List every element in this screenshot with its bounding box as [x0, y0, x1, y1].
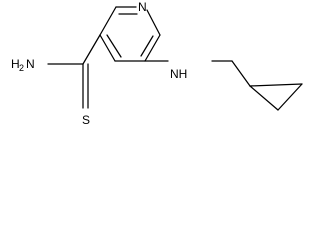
bond-c4-thioamide-carbon: [82, 34, 101, 65]
bond-ring-c5-c6: [99, 6, 117, 36]
amide-nitrogen-label-subscript: 2: [19, 63, 24, 73]
bond-cyclopropyl-right: [277, 83, 303, 111]
ring-nitrogen-label: N: [138, 0, 147, 14]
bond-cyclopropyl-left: [249, 85, 279, 111]
bond-ring-inner-left: [106, 34, 122, 58]
bond-cyclopropyl-top: [249, 83, 303, 87]
bond-ring-c4-c5: [99, 34, 116, 62]
bond-ch2-cyclopropyl: [231, 60, 251, 87]
amide-nitrogen-label-n: N: [26, 57, 35, 71]
sulfur-label: S: [82, 113, 90, 127]
bond-ring-c2-c3: [144, 34, 161, 62]
structure-canvas: N NH H 2 N S: [11, 0, 303, 127]
molecule-diagram: N NH H 2 N S: [11, 0, 303, 127]
bond-ring-n1-c2: [146, 9, 161, 36]
amide-nitrogen-label-h: H: [11, 57, 20, 71]
amine-label: NH: [170, 67, 187, 81]
bond-ring-inner-right: [140, 35, 154, 57]
